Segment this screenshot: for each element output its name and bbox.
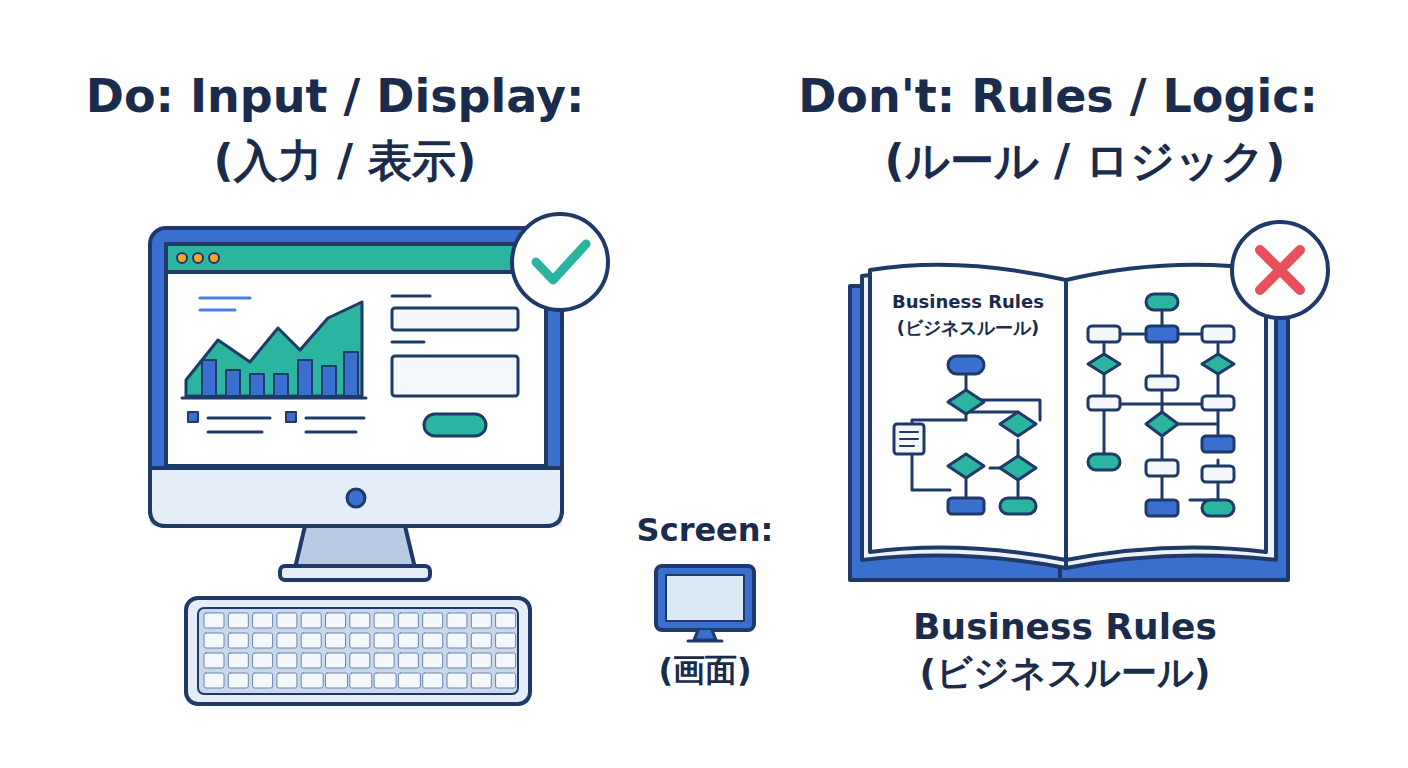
keyboard-key [374, 673, 396, 688]
keyboard-key [326, 633, 346, 648]
book-page-title-sub: (ビジネスルール) [897, 318, 1039, 339]
heading-dont-sub: (ルール / ロジック) [885, 136, 1286, 187]
screen-label: Screen: [637, 512, 774, 549]
keyboard-key [398, 613, 418, 628]
keyboard-key [253, 653, 273, 668]
keyboard-key [301, 633, 321, 648]
keyboard-key [496, 613, 516, 628]
keyboard-key [447, 673, 467, 688]
keyboard-key [447, 613, 467, 628]
keyboard-key [350, 633, 370, 648]
keyboard-key [253, 613, 273, 628]
keyboard-key [301, 613, 321, 628]
keyboard-key [204, 613, 224, 628]
keyboard-key [374, 613, 394, 628]
keyboard-key [228, 653, 248, 668]
keyboard-key [496, 653, 516, 668]
keyboard-key [447, 633, 467, 648]
keyboard-key [277, 673, 297, 688]
keyboard-key [228, 633, 248, 648]
keyboard-key [423, 633, 443, 648]
keyboard-key [253, 633, 273, 648]
book-page-title: Business Rules [892, 292, 1044, 313]
keyboard-key [423, 613, 443, 628]
keyboard-key [204, 673, 224, 688]
keyboard-key [374, 633, 394, 648]
keyboard-key [228, 673, 248, 688]
keyboard-key [471, 633, 491, 648]
keyboard-key [496, 633, 516, 648]
keyboard-key [277, 653, 297, 668]
keyboard-key [228, 613, 248, 628]
keyboard-key [471, 613, 491, 628]
keyboard-key [326, 653, 346, 668]
book-caption: Business Rules [913, 606, 1217, 647]
keyboard-key [496, 673, 516, 688]
keyboard-key [253, 673, 273, 688]
keyboard-key [326, 613, 346, 628]
screen-label-sub: (画面) [658, 652, 751, 689]
keyboard-key [350, 613, 370, 628]
keyboard-key [204, 633, 224, 648]
keyboard-key [350, 673, 372, 688]
keyboard-key [398, 673, 420, 688]
keyboard-key [277, 633, 297, 648]
keyboard-key [301, 673, 323, 688]
keyboard-key [374, 653, 394, 668]
keyboard-key [326, 673, 348, 688]
keyboard-key [471, 673, 491, 688]
keyboard-key [204, 653, 224, 668]
keyboard-key [350, 653, 370, 668]
keyboard-key [277, 613, 297, 628]
keyboard-key [423, 673, 443, 688]
heading-dont: Don't: Rules / Logic: [798, 70, 1318, 123]
heading-do: Do: Input / Display: [86, 70, 585, 123]
book-caption-sub: (ビジネスルール) [920, 652, 1211, 693]
heading-do-sub: (入力 / 表示) [214, 136, 477, 187]
keyboard-key [447, 653, 467, 668]
keyboard-key [471, 653, 491, 668]
keyboard-key [301, 653, 321, 668]
keyboard-key [398, 633, 418, 648]
keyboard-key [423, 653, 443, 668]
keyboard-key [398, 653, 418, 668]
